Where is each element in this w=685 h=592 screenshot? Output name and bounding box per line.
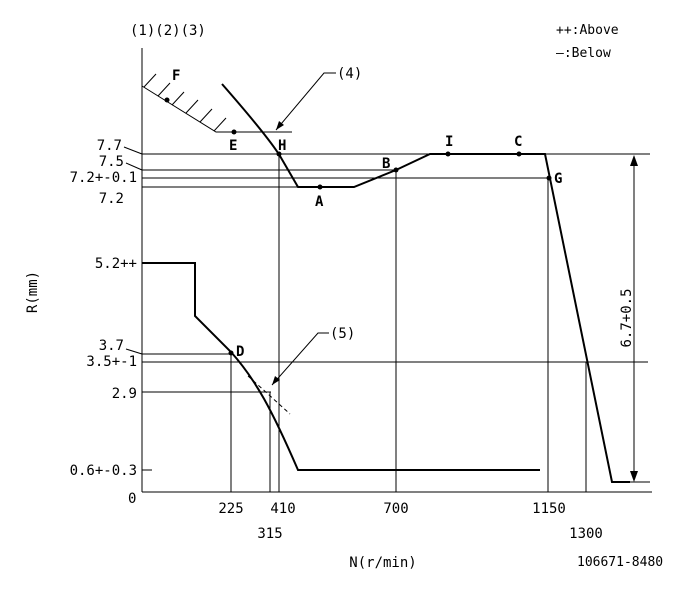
point-h-label: H — [278, 138, 286, 154]
hatching — [143, 73, 227, 132]
point-b-marker — [393, 167, 399, 173]
document-id: 106671-8480 — [577, 555, 663, 570]
x-tick-700: 700 — [383, 501, 408, 517]
x-tick-315: 315 — [257, 526, 282, 542]
note-5-leader — [271, 332, 329, 386]
leader-7.7 — [123, 146, 143, 155]
point-f-label: F — [172, 68, 180, 84]
y-tick-3.7: 3.7 — [99, 338, 124, 354]
origin-label: 0 — [128, 491, 136, 507]
point-f-marker — [164, 97, 170, 103]
y-tick-2.9: 2.9 — [112, 386, 137, 402]
point-a-marker — [317, 184, 323, 190]
note-5: (5) — [330, 326, 355, 342]
note-4-arrowhead — [276, 121, 284, 130]
point-d-label: D — [236, 344, 244, 360]
y-axis-title: R(mm) — [25, 271, 41, 313]
figure-refs: (1)(2)(3) — [130, 23, 206, 39]
x-tick-1300: 1300 — [569, 526, 603, 542]
leader-7.5 — [125, 162, 143, 171]
point-a-label: A — [315, 194, 324, 210]
x-tick-410: 410 — [270, 501, 295, 517]
point-i-label: I — [445, 134, 453, 150]
y-tick-7.2: 7.2 — [99, 191, 124, 207]
dashed-alternative-curve — [247, 375, 291, 415]
lower-characteristic-curve — [142, 262, 540, 471]
point-e-marker — [231, 129, 237, 135]
point-g-marker — [546, 175, 552, 181]
dimension-arrow-bottom — [630, 471, 638, 482]
dimension-arrow-top — [630, 155, 638, 166]
note-4: (4) — [337, 66, 362, 82]
y-tick-7.5: 7.5 — [99, 154, 124, 170]
x-tick-225: 225 — [218, 501, 243, 517]
y-tick-5.2: 5.2++ — [95, 256, 137, 272]
point-i-marker — [445, 151, 451, 157]
y-tick-3.5: 3.5+-1 — [86, 354, 137, 370]
point-b-label: B — [382, 156, 390, 172]
point-e-label: E — [229, 138, 237, 154]
y-tick-7.7: 7.7 — [97, 138, 122, 154]
legend-above: ++:Above — [556, 23, 619, 38]
x-tick-1150: 1150 — [532, 501, 566, 517]
y-tick-0.6: 0.6+-0.3 — [70, 463, 137, 479]
point-h-marker — [276, 151, 282, 157]
note-5-arrowhead — [272, 376, 280, 385]
point-g-label: G — [554, 171, 562, 187]
upper-characteristic-curve — [221, 83, 630, 483]
x-axis-title: N(r/min) — [349, 555, 416, 571]
note-4-leader — [275, 72, 336, 131]
point-d-marker — [228, 350, 234, 356]
point-c-label: C — [514, 134, 522, 150]
leader-3.7 — [125, 348, 143, 355]
stop-boundary — [141, 85, 292, 133]
point-c-marker — [516, 151, 522, 157]
dimension-label: 6.7+0.5 — [619, 288, 635, 347]
y-tick-7.2-tol: 7.2+-0.1 — [70, 170, 137, 186]
legend-below: —:Below — [556, 46, 611, 61]
